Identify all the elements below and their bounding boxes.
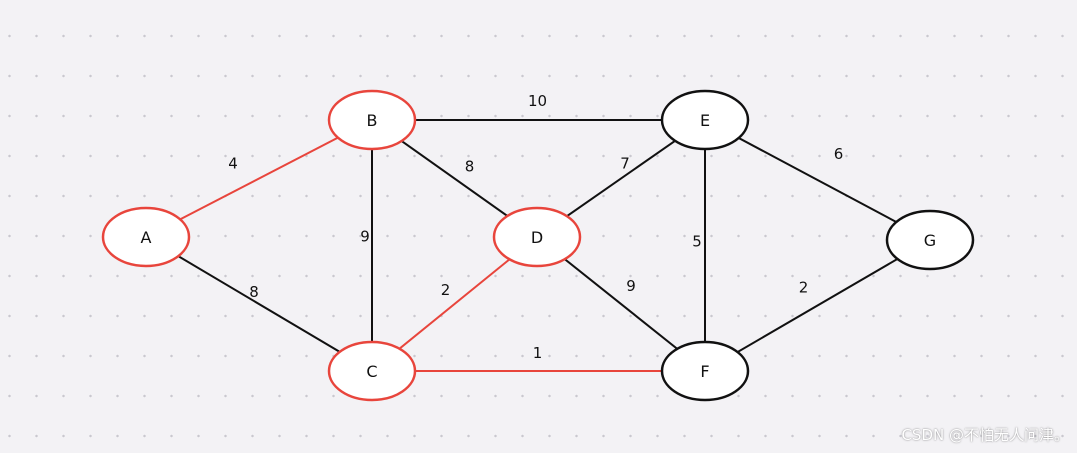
node-shape-c: [327, 340, 417, 402]
node-a: A: [101, 206, 191, 268]
node-g: G: [885, 209, 975, 271]
edge-weight-a-c: 8: [249, 283, 259, 301]
node-shape-e: [660, 89, 750, 151]
node-label-f: F: [700, 362, 709, 381]
edge-a-b: [145, 119, 373, 238]
node-label-d: D: [531, 228, 543, 247]
edge-a-c: [145, 236, 373, 372]
node-shape-f: [660, 340, 750, 402]
watermark: CSDN @不怕无人问津。: [901, 426, 1069, 444]
node-shape-g: [885, 209, 975, 271]
edge-weight-d-f: 9: [626, 277, 636, 295]
node-label-c: C: [366, 362, 377, 381]
node-label-a: A: [141, 228, 152, 247]
node-label-b: B: [367, 111, 378, 130]
edge-weight-e-g: 6: [834, 145, 844, 163]
node-d: D: [492, 206, 582, 268]
node-shape-d: [492, 206, 582, 268]
edge-weight-d-e: 7: [620, 155, 630, 173]
edge-weight-c-f: 1: [533, 344, 543, 362]
edge-e-g: [704, 119, 931, 241]
edge-weight-b-e: 10: [528, 92, 547, 110]
edge-f-g: [704, 239, 931, 372]
node-f: F: [660, 340, 750, 402]
edge-weight-c-d: 2: [441, 281, 451, 299]
nodes-layer: A B C D E F G: [101, 89, 975, 402]
node-label-g: G: [924, 231, 936, 250]
edge-weight-b-c: 9: [360, 228, 370, 246]
node-e: E: [660, 89, 750, 151]
node-b: B: [327, 89, 417, 151]
node-c: C: [327, 340, 417, 402]
edge-weight-b-d: 8: [465, 158, 475, 176]
edge-weight-a-b: 4: [228, 155, 238, 173]
edge-weights-layer: 4 8 9 8 10 2 1 7 9 5 6 2: [228, 92, 843, 362]
node-shape-a: [101, 206, 191, 268]
edge-weight-f-g: 2: [799, 279, 809, 297]
node-shape-b: [327, 89, 417, 151]
edge-weight-e-f: 5: [692, 233, 702, 251]
node-label-e: E: [700, 111, 710, 130]
